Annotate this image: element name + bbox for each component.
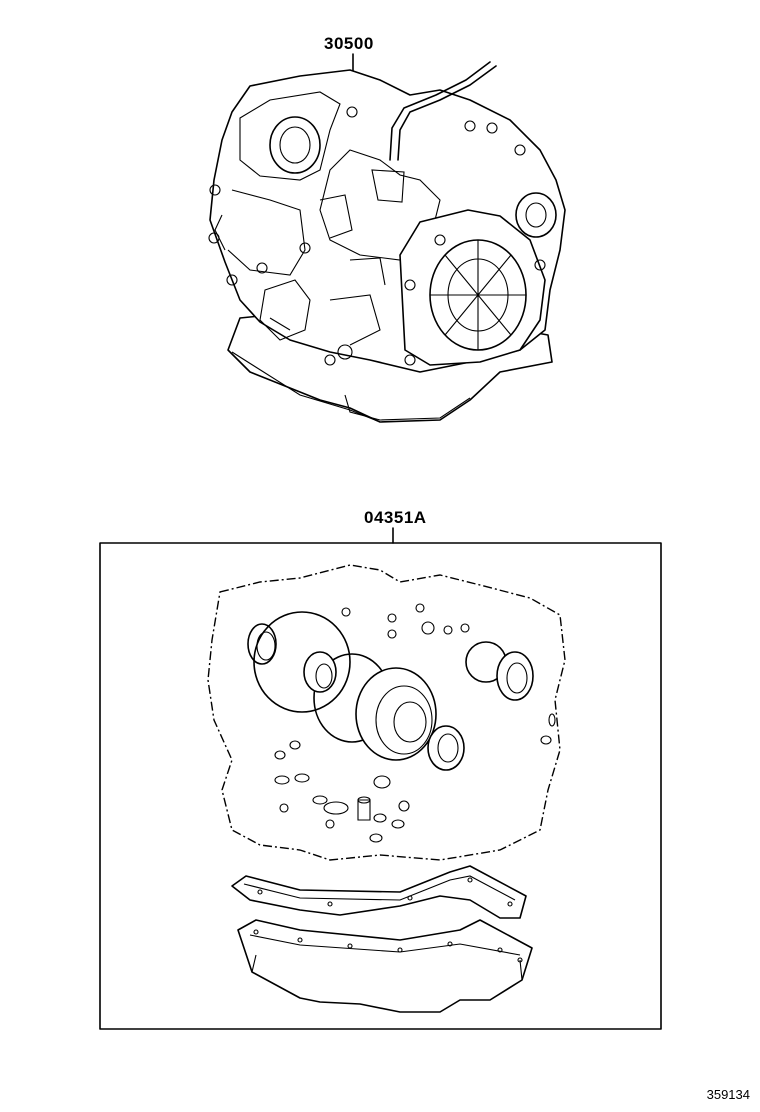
kit-frame [99, 542, 662, 1030]
gasket-kit-drawing [207, 564, 566, 1013]
transmission-assembly-drawing [208, 61, 566, 423]
figure-id: 359134 [706, 1087, 750, 1102]
part-number-gasket-kit: 04351A [364, 508, 427, 527]
part-number-transmission: 30500 [324, 34, 374, 53]
